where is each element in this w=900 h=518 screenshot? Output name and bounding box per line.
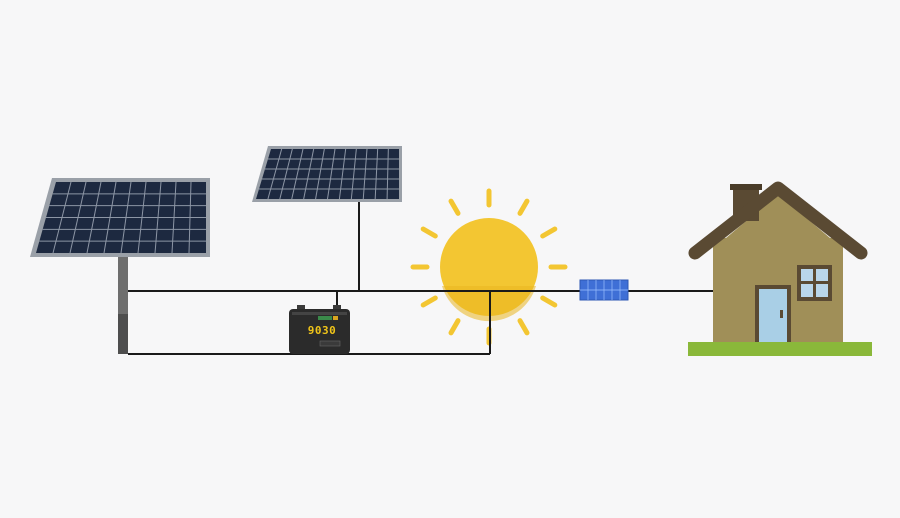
panel-cell-line <box>362 148 368 200</box>
battery-body <box>289 309 350 354</box>
sun-ray <box>540 226 558 239</box>
solar-panel-left-icon <box>30 178 210 354</box>
house-icon <box>688 181 872 356</box>
panel-pole-base <box>118 314 128 354</box>
inverter-cells <box>580 280 628 300</box>
panel-cell-line <box>374 148 379 200</box>
house-gable <box>726 194 830 238</box>
window-pane <box>816 284 828 297</box>
panel-cell-line <box>279 148 293 200</box>
battery-icon <box>289 305 350 354</box>
battery-terminal <box>297 305 305 311</box>
wiring <box>128 202 748 355</box>
sun-ray <box>420 295 438 308</box>
grass <box>688 342 872 356</box>
house-roof <box>688 181 868 260</box>
battery-indicator <box>333 316 338 320</box>
panel-cell-line <box>291 148 304 200</box>
battery-terminal <box>333 305 341 311</box>
sun-rays <box>410 188 568 346</box>
panel-surface <box>256 149 399 199</box>
panel-pole <box>118 254 128 354</box>
sun-ray <box>448 318 461 336</box>
battery-indicator <box>318 316 332 320</box>
window-pane <box>816 269 828 281</box>
chimney-cap <box>730 184 762 190</box>
panel-cells <box>39 181 206 254</box>
panel-cell-line <box>267 148 283 200</box>
inverter-icon <box>579 279 629 301</box>
sun-ray <box>517 198 530 216</box>
battery-label-plate <box>319 340 341 347</box>
panel-cell-line <box>350 148 357 200</box>
sun-ray <box>517 318 530 336</box>
panel-cell-line <box>386 148 389 200</box>
battery-trim <box>292 312 347 315</box>
door-handle <box>780 310 783 318</box>
window-pane <box>801 269 813 281</box>
window-pane <box>801 284 813 297</box>
panel-cell-line <box>303 148 315 200</box>
sun-ray <box>420 226 438 239</box>
panel-cell-line <box>315 148 325 200</box>
sun-ray <box>540 295 558 308</box>
panel-cell-line <box>327 148 336 200</box>
panel-cell-line <box>338 148 347 200</box>
solar-panel-top-icon <box>252 146 402 202</box>
panel-cells <box>259 148 399 200</box>
sun-ray <box>448 198 461 216</box>
